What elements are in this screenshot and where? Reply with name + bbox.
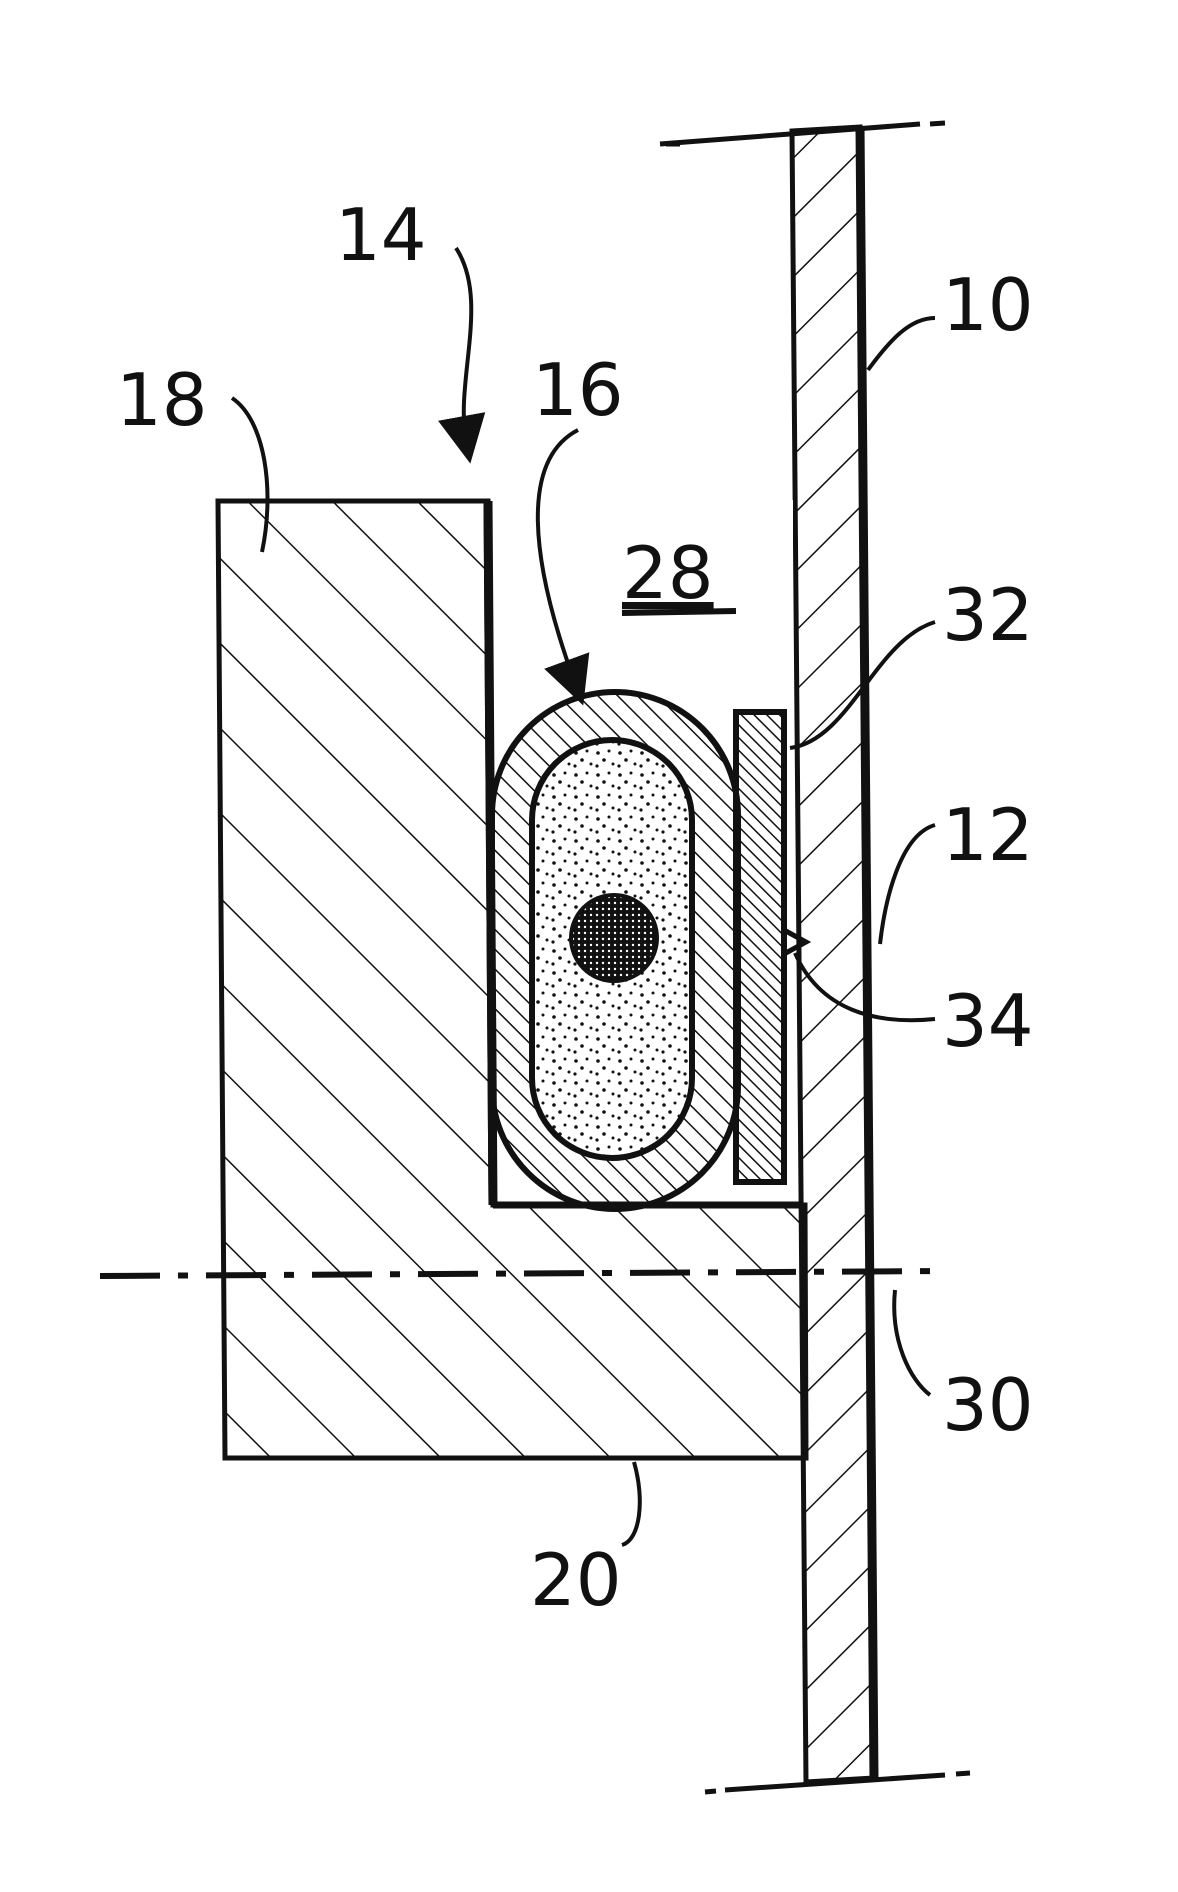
leader-10: [868, 318, 935, 370]
label-34: 34: [942, 979, 1034, 1063]
label-28: 28: [622, 531, 714, 615]
leader-14: [456, 248, 471, 440]
label-10: 10: [942, 263, 1034, 347]
label-12: 12: [942, 793, 1034, 877]
label-14: 14: [335, 193, 427, 277]
leader-12: [880, 825, 935, 944]
label-32: 32: [942, 573, 1034, 657]
strip-32: [736, 712, 784, 1182]
label-16: 16: [532, 348, 624, 432]
leader-30: [894, 1290, 930, 1395]
label-18: 18: [116, 358, 208, 442]
label-20: 20: [530, 1538, 622, 1622]
label-30: 30: [942, 1363, 1034, 1447]
seal-center-rod: [571, 895, 657, 981]
panel-10: [792, 127, 874, 1782]
seal-16: [492, 692, 738, 1209]
leader-20: [622, 1462, 640, 1545]
